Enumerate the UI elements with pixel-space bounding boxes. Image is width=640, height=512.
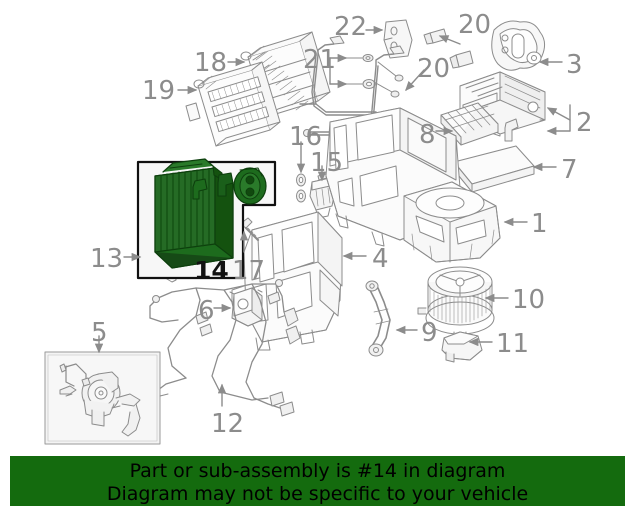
callout-16: 16 bbox=[289, 122, 323, 152]
leader-line-20 bbox=[405, 69, 425, 92]
part-14-box-contents bbox=[217, 167, 267, 205]
part-3-seal-plate bbox=[491, 20, 546, 71]
callout-10: 10 bbox=[512, 285, 546, 315]
callout-11: 11 bbox=[496, 329, 530, 359]
part-9-drain-hose bbox=[365, 280, 391, 357]
leader-line-20 bbox=[438, 35, 461, 45]
callout-17: 17 bbox=[232, 256, 266, 286]
callout-20: 20 bbox=[417, 54, 451, 84]
callout-1: 1 bbox=[531, 209, 548, 239]
status-banner: Part or sub-assembly is #14 in diagram D… bbox=[10, 456, 625, 506]
part-19-heater-core bbox=[185, 61, 281, 147]
callout-9: 9 bbox=[421, 318, 438, 348]
part-11-resistor bbox=[441, 331, 483, 363]
part-12-wiring-harness bbox=[119, 279, 301, 417]
callout-18: 18 bbox=[194, 48, 228, 78]
part-21-seals bbox=[329, 54, 404, 98]
banner-line-2: Diagram may not be specific to your vehi… bbox=[106, 483, 529, 505]
callout-15: 15 bbox=[310, 148, 344, 178]
callout-13: 13 bbox=[90, 244, 124, 274]
callout-3: 3 bbox=[566, 50, 583, 80]
callout-4: 4 bbox=[372, 244, 389, 274]
leader-line-2 bbox=[546, 107, 571, 121]
part-5-inset-box bbox=[44, 351, 161, 445]
part-16-o-rings bbox=[296, 173, 306, 203]
callout-20: 20 bbox=[458, 10, 492, 40]
callout-2: 2 bbox=[576, 108, 593, 138]
callout-12: 12 bbox=[211, 409, 245, 439]
part-10-blower-wheel bbox=[417, 266, 495, 341]
part-7-cabin-filter bbox=[453, 145, 535, 193]
part-1-blower-housing bbox=[325, 107, 501, 263]
callout-22: 22 bbox=[334, 12, 368, 42]
callout-7: 7 bbox=[561, 155, 578, 185]
callout-6: 6 bbox=[198, 296, 215, 326]
callout-14-highlighted: 14 bbox=[194, 256, 229, 285]
callout-5: 5 bbox=[91, 318, 108, 348]
callout-19: 19 bbox=[142, 76, 176, 106]
banner-line-1: Part or sub-assembly is #14 in diagram bbox=[129, 460, 506, 482]
callout-8: 8 bbox=[419, 120, 436, 150]
part-2-actuator-module bbox=[459, 71, 546, 142]
callout-21: 21 bbox=[303, 45, 337, 75]
